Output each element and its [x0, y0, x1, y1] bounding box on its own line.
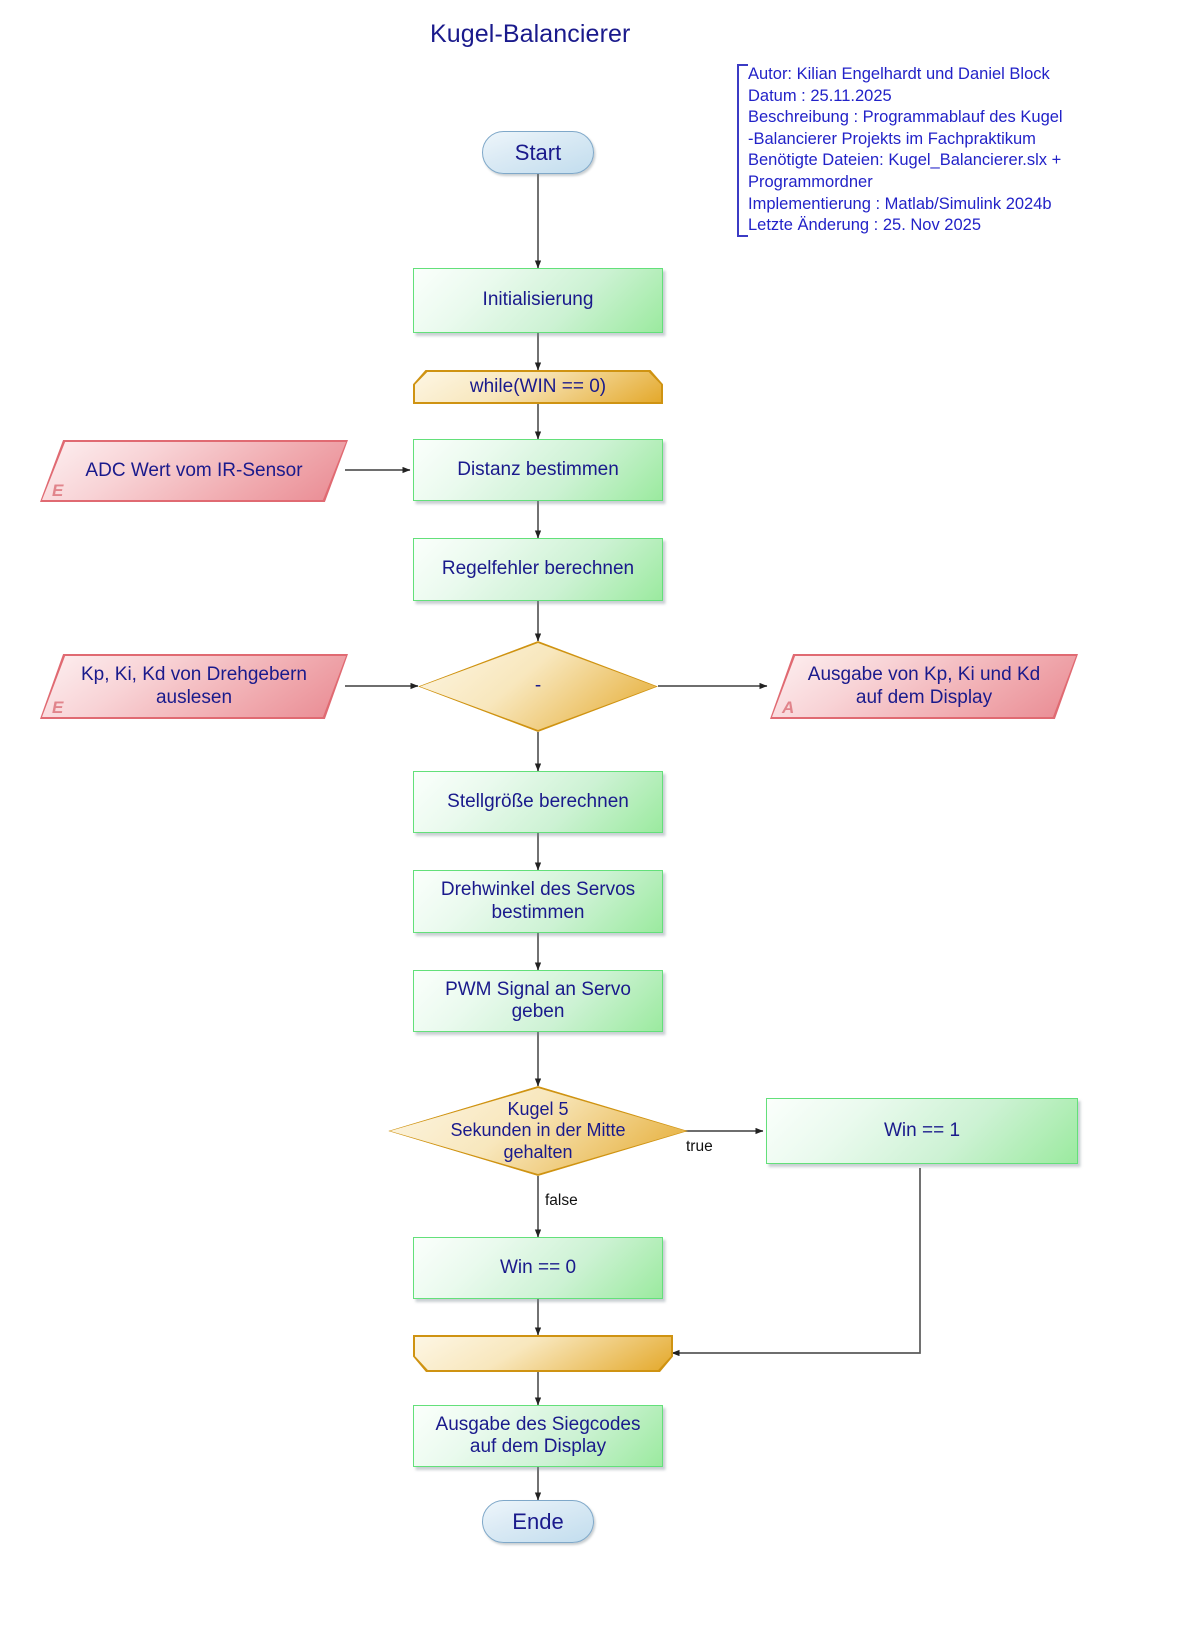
header-note: Autor: Kilian Engelhardt und Daniel Bloc…	[737, 64, 1148, 237]
node-initialisierung[interactable]: Initialisierung	[413, 268, 663, 333]
node-initialisierung-label: Initialisierung	[482, 289, 594, 311]
node-start[interactable]: Start	[482, 131, 594, 174]
node-drehwinkel-bestimmen-label: Drehwinkel des Servos bestimmen	[440, 879, 636, 923]
node-siegcode-ausgabe-label: Ausgabe des Siegcodes auf dem Display	[435, 1413, 641, 1457]
page-title: Kugel-Balancierer	[430, 20, 631, 48]
node-regelfehler-berechnen[interactable]: Regelfehler berechnen	[413, 538, 663, 601]
node-adc-input-label: ADC Wert vom IR-Sensor	[85, 459, 303, 481]
node-pwm-signal[interactable]: PWM Signal an Servo geben	[413, 970, 663, 1032]
node-pid-output[interactable]: Ausgabe von Kp, Ki und Kd auf dem Displa…	[770, 654, 1078, 719]
io-fill	[42, 656, 346, 717]
node-stellgroesse-berechnen[interactable]: Stellgröße berechnen	[413, 771, 663, 833]
node-pwm-signal-label: PWM Signal an Servo geben	[445, 978, 631, 1022]
node-pid-input-tag: E	[52, 697, 64, 717]
node-regelfehler-berechnen-label: Regelfehler berechnen	[441, 558, 635, 580]
edge-label-true: true	[686, 1138, 713, 1155]
node-pid-decision-label: -	[534, 675, 542, 697]
node-start-label: Start	[514, 139, 562, 165]
node-adc-input[interactable]: ADC Wert vom IR-Sensor E	[40, 440, 348, 502]
node-win-0-label: Win == 0	[499, 1256, 577, 1278]
node-pid-input[interactable]: Kp, Ki, Kd von Drehgebern auslesen E	[40, 654, 348, 719]
io-fill	[42, 442, 346, 500]
node-loop-end[interactable]	[413, 1335, 673, 1372]
io-fill	[772, 656, 1076, 717]
loop-end-fill	[415, 1337, 671, 1370]
node-drehwinkel-bestimmen[interactable]: Drehwinkel des Servos bestimmen	[413, 870, 663, 933]
node-siegcode-ausgabe[interactable]: Ausgabe des Siegcodes auf dem Display	[413, 1405, 663, 1467]
node-pid-output-tag: A	[782, 697, 795, 717]
node-stellgroesse-berechnen-label: Stellgröße berechnen	[447, 790, 629, 812]
node-win-1-label: Win == 1	[883, 1119, 961, 1141]
loop-start-fill	[415, 372, 661, 402]
node-while-loop-label: while(WIN == 0)	[469, 375, 607, 397]
node-pid-output-label: Ausgabe von Kp, Ki und Kd auf dem Displa…	[807, 664, 1041, 708]
node-while-loop[interactable]: while(WIN == 0)	[413, 370, 663, 404]
node-distanz-bestimmen[interactable]: Distanz bestimmen	[413, 439, 663, 501]
node-kugel-decision-label: Kugel 5 Sekunden in der Mitte gehalten	[450, 1099, 626, 1162]
node-distanz-bestimmen-label: Distanz bestimmen	[457, 458, 619, 480]
edge-label-false: false	[545, 1192, 578, 1209]
node-win-1[interactable]: Win == 1	[766, 1098, 1078, 1164]
node-ende[interactable]: Ende	[482, 1500, 594, 1543]
node-pid-input-label: Kp, Ki, Kd von Drehgebern auslesen	[80, 664, 307, 708]
node-win-0[interactable]: Win == 0	[413, 1237, 663, 1299]
node-adc-input-tag: E	[52, 480, 64, 500]
node-ende-label: Ende	[512, 1508, 564, 1534]
